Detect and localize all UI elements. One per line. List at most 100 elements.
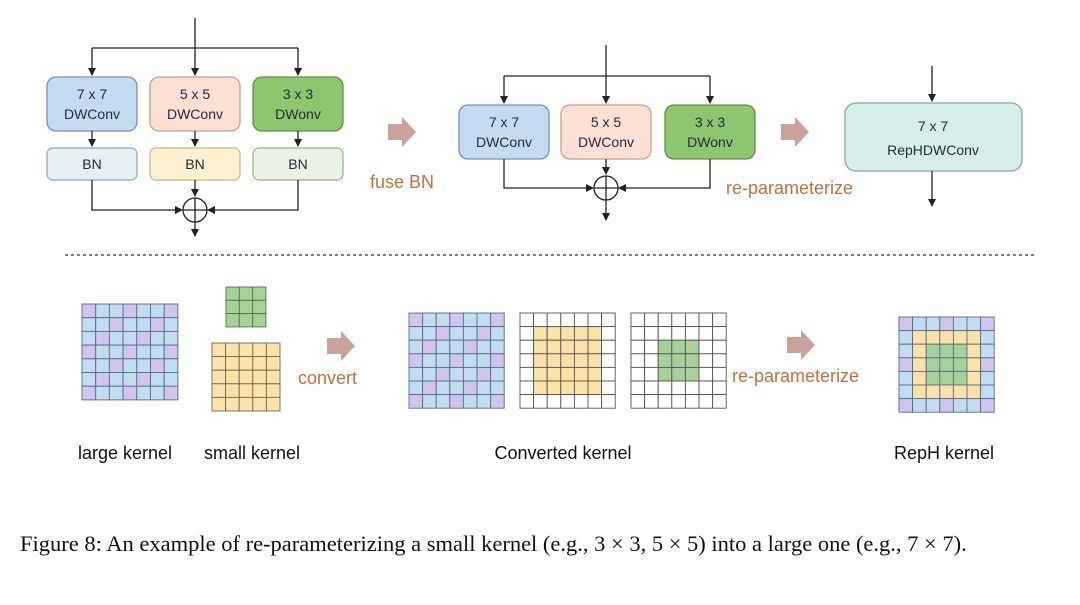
rephdwconv-box <box>844 102 1023 172</box>
kernel-cell <box>422 353 437 368</box>
kernel-cell <box>122 358 138 373</box>
kernel-cell <box>684 326 700 341</box>
kernel-cell <box>630 339 646 355</box>
top-left-block: 7 x 7 DWConv 5 x 5 DWConv 3 x 3 DWonv BN… <box>46 18 344 237</box>
kernel-cell <box>462 312 478 328</box>
kernel-cell <box>519 312 535 328</box>
kernel-cell <box>898 357 914 372</box>
kernel-cell <box>252 342 267 358</box>
kernel-cell <box>252 286 267 301</box>
reparam-arrow-icon <box>781 117 809 147</box>
large-kernel-grid <box>81 303 179 401</box>
kernel-cell <box>150 344 165 360</box>
kernel-cell <box>925 330 941 345</box>
kernel-cell <box>952 343 968 359</box>
kernel-cell <box>238 342 254 358</box>
kernel-cell <box>108 344 124 360</box>
kernel-cell <box>671 394 686 409</box>
small-kernel-label: small kernel <box>204 443 300 463</box>
conv-7x7-name: DWConv <box>64 106 120 122</box>
kernel-cell <box>657 366 673 382</box>
kernel-cell <box>546 312 562 328</box>
reparam-label-bottom: re-parameterize <box>732 366 859 386</box>
kernel-cell <box>81 344 97 360</box>
kernel-cell <box>657 339 673 355</box>
kernel-cell <box>980 316 995 332</box>
kernel-cell <box>925 357 941 372</box>
kernel-cell <box>476 339 492 355</box>
kernel-cell <box>435 380 451 396</box>
kernel-cell <box>546 326 562 341</box>
kernel-cell <box>533 353 548 368</box>
kernel-cell <box>980 343 995 359</box>
kernel-cell <box>238 313 254 328</box>
kernel-cell <box>449 353 464 368</box>
kernel-cell <box>939 384 954 400</box>
kernel-cell <box>408 326 424 341</box>
kernel-cell <box>95 344 110 360</box>
kernel-cell <box>163 372 179 387</box>
sum-icon <box>593 175 619 201</box>
kernel-cell <box>108 303 124 319</box>
kernel-cell <box>435 394 451 409</box>
kernel-cell <box>560 312 575 328</box>
kernel-cell <box>122 303 138 319</box>
kernel-cell <box>657 380 673 396</box>
kernel-cell <box>560 394 575 409</box>
kernel-cell <box>644 312 659 328</box>
conv-7x7-size: 7 x 7 <box>77 86 108 102</box>
bn-label: BN <box>185 156 204 172</box>
kernel-cell <box>952 357 968 372</box>
kernel-cell <box>966 316 982 332</box>
kernel-cell <box>601 353 616 368</box>
kernel-cell <box>966 343 982 359</box>
kernel-cell <box>546 380 562 396</box>
kernel-cell <box>408 366 424 382</box>
top-right-block: 7 x 7 RepHDWConv <box>844 66 1023 207</box>
kernel-cell <box>435 326 451 341</box>
kernel-cell <box>630 312 646 328</box>
kernel-cell <box>136 303 151 319</box>
kernel-cell <box>925 398 941 413</box>
kernel-cell <box>546 394 562 409</box>
kernel-cell <box>573 394 589 409</box>
kernel-cell <box>684 339 700 355</box>
kernel-cell <box>671 366 686 382</box>
kernel-cell <box>560 339 575 355</box>
kernel-cell <box>671 353 686 368</box>
kernel-cell <box>939 370 954 386</box>
kernel-cell <box>81 372 97 387</box>
kernel-cell <box>980 384 995 400</box>
kernel-cell <box>912 370 927 386</box>
converted-7x7-grid <box>408 312 505 409</box>
top-middle-block: 7 x 7 DWConv 5 x 5 DWConv 3 x 3 DWonv <box>458 45 756 221</box>
reparam-arrow-icon <box>787 330 815 360</box>
kernel-cell <box>966 330 982 345</box>
kernel-cell <box>252 383 267 398</box>
merge-wire-right <box>618 159 711 192</box>
kernel-cell <box>422 312 437 328</box>
sum-icon <box>182 197 208 223</box>
kernel-cell <box>449 312 464 328</box>
kernel-cell <box>630 353 646 368</box>
kernel-cell <box>980 330 995 345</box>
kernel-cell <box>630 394 646 409</box>
kernel-cell <box>462 326 478 341</box>
kernel-cell <box>238 356 254 371</box>
kernel-cell <box>533 366 548 382</box>
kernel-cell <box>519 339 535 355</box>
kernel-cell <box>671 326 686 341</box>
reph-kernel-grid <box>898 316 995 413</box>
kernel-cell <box>712 353 727 368</box>
conv-3x3-name: DWonv <box>687 134 733 150</box>
kernel-cell <box>408 394 424 409</box>
kernel-cell <box>449 366 464 382</box>
kernel-cell <box>136 385 151 401</box>
kernel-cell <box>95 303 110 319</box>
kernel-cell <box>698 366 714 382</box>
conv-5x5-name: DWConv <box>578 134 634 150</box>
kernel-cell <box>265 369 281 385</box>
bn-label: BN <box>82 156 101 172</box>
kernel-cell <box>225 286 240 301</box>
kernel-cell <box>712 312 727 328</box>
